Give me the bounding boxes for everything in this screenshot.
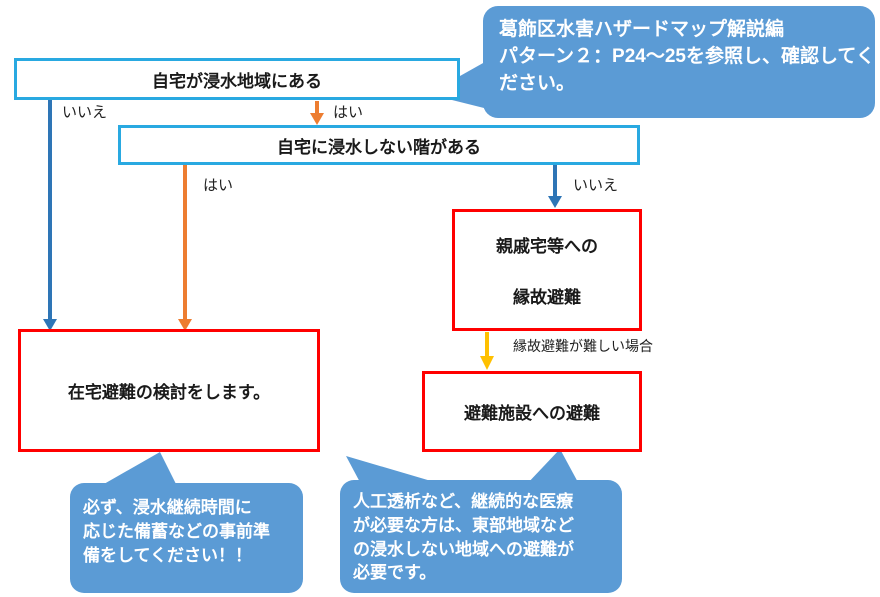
medical-callout-line1: 人工透析など、継続的な医療 bbox=[353, 492, 574, 511]
node-shelter-evacuation: 避難施設への避難 bbox=[422, 371, 642, 452]
edge-label-box1-yes: はい bbox=[333, 104, 364, 121]
edge-label-box1-no: いいえ bbox=[62, 104, 108, 121]
node-home-in-flood-area: 自宅が浸水地域にある bbox=[14, 58, 460, 100]
node-has-nonflood-floor: 自宅に浸水しない階がある bbox=[118, 125, 640, 165]
medical-callout: 人工透析など、継続的な医療 が必要な方は、東部地域など の浸水しない地域への避難… bbox=[340, 480, 622, 593]
node-home-evacuation: 在宅避難の検討をします。 bbox=[18, 329, 320, 452]
header-callout-line3: ださい。 bbox=[499, 72, 576, 94]
prepare-callout-line3: 備をしてください！！ bbox=[83, 545, 252, 565]
node-home-in-flood-area-label: 自宅が浸水地域にある bbox=[152, 71, 322, 91]
node-relative-evacuation: 親戚宅等への 縁故避難 bbox=[452, 209, 642, 331]
prepare-callout-line2: 応じた備蓄などの事前準 bbox=[83, 521, 270, 541]
header-callout-line1: 葛飾区水害ハザードマップ解説編 bbox=[499, 19, 785, 40]
header-callout-line2: パターン２：P24～25を参照し、確認してく bbox=[499, 45, 875, 67]
medical-callout-line3: の浸水しない地域への避難が bbox=[353, 539, 574, 559]
node-home-evacuation-label: 在宅避難の検討をします。 bbox=[67, 383, 271, 402]
header-callout: 葛飾区水害ハザードマップ解説編 パターン２：P24～25を参照し、確認してく だ… bbox=[483, 6, 875, 118]
node-has-nonflood-floor-label: 自宅に浸水しない階がある bbox=[277, 137, 481, 157]
node-relative-evacuation-line2: 縁故避難 bbox=[513, 288, 581, 307]
edge-label-box2-yes: はい bbox=[203, 177, 234, 194]
edge-label-relative-difficult: 縁故避難が難しい場合 bbox=[513, 338, 653, 354]
medical-callout-line2: が必要な方は、東部地域など bbox=[353, 515, 574, 535]
medical-callout-line4: 必要です。 bbox=[353, 563, 437, 583]
edge-label-box2-no: いいえ bbox=[573, 177, 619, 194]
prepare-callout: 必ず、浸水継続時間に 応じた備蓄などの事前準 備をしてください！！ bbox=[70, 483, 303, 593]
node-shelter-evacuation-label: 避難施設への避難 bbox=[464, 404, 600, 423]
prepare-callout-line1: 必ず、浸水継続時間に bbox=[83, 498, 252, 517]
node-relative-evacuation-line1: 親戚宅等への bbox=[496, 237, 598, 256]
